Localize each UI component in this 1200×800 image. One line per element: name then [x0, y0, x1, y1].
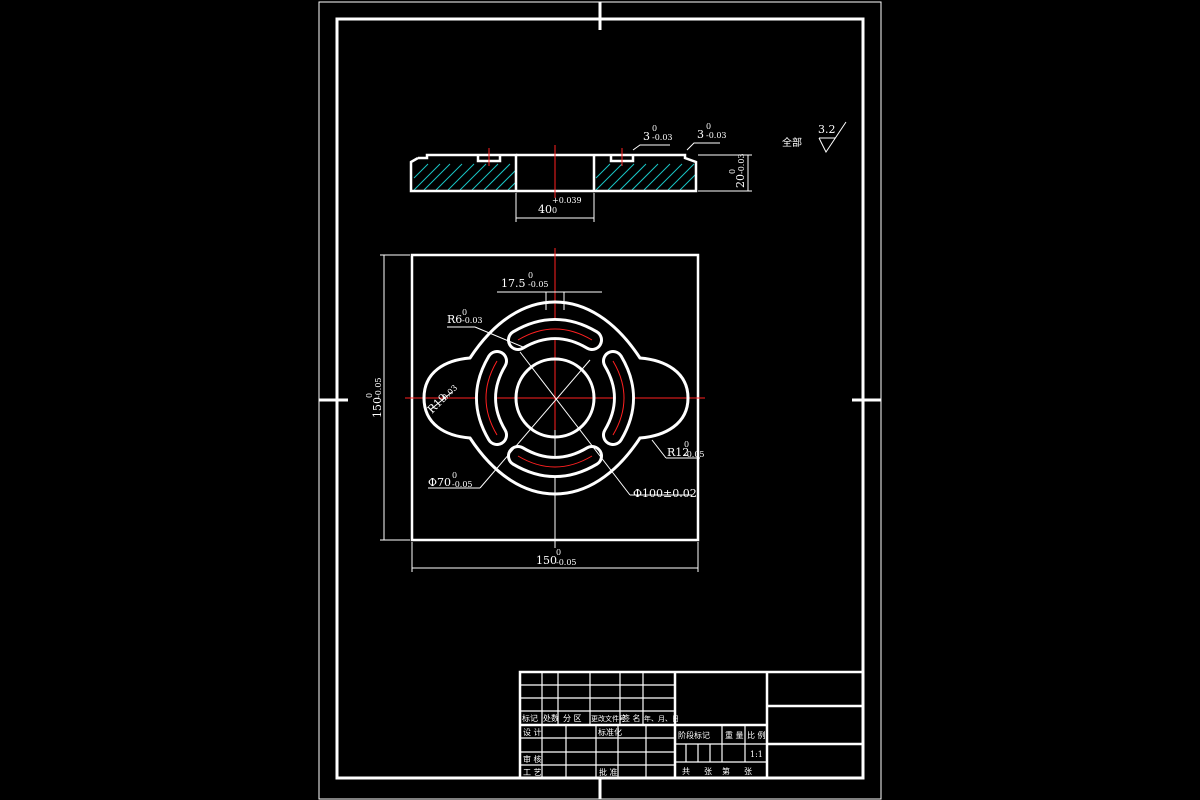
svg-text:3.2: 3.2: [818, 123, 836, 136]
svg-text:20: 20: [734, 174, 747, 188]
groove2-tol-hi: 0: [706, 122, 711, 131]
svg-text:150: 150: [371, 397, 384, 418]
svg-text:-0.03: -0.03: [737, 153, 746, 174]
tb-header-3: 更改文件号: [591, 714, 626, 723]
slot-width-dim: [497, 291, 602, 310]
inner-dia-tol-lo: -0.05: [452, 480, 473, 489]
groove1-dim: 3: [643, 130, 650, 143]
slot-radius-label: R6: [447, 313, 462, 326]
right-radius-tol-hi: 0: [684, 440, 689, 449]
tb-scale-value: 1:1: [750, 750, 763, 759]
bore-tol-lo: 0: [552, 206, 557, 215]
tb-header-0: 标记: [522, 713, 538, 723]
tb-stage-mark: 阶段标记: [678, 730, 710, 740]
section-hatch: [413, 163, 697, 191]
height-dim: 20 0 -0.03: [728, 153, 747, 188]
groove2-tol-lo: -0.03: [706, 131, 727, 140]
section-outline: [409, 153, 698, 193]
svg-text:全部: 全部: [782, 136, 802, 149]
slot-radius-tol-hi: 0: [462, 308, 467, 317]
plan-view: 17.5 0 -0.05 R6 0 -0.03 R19 -0.03 R12 0 …: [365, 248, 705, 572]
tb-header-4: 签 名: [622, 713, 641, 723]
tb-row-check: 审 核: [523, 754, 542, 764]
width-dim-lines: [411, 542, 699, 572]
tb-header-1: 处数: [543, 713, 559, 723]
tb-row-standard: 标准化: [598, 727, 622, 737]
tb-header-2: 分 区: [563, 714, 582, 723]
groove1-tol-lo: -0.03: [652, 133, 673, 142]
tb-row-approve: 批 准: [599, 767, 618, 777]
right-radius-label: R12: [667, 446, 689, 459]
groove1-tol-hi: 0: [652, 124, 657, 133]
pcd-label: Φ100±0.02: [633, 487, 697, 500]
width-label: 150: [536, 554, 557, 567]
bore-tol-hi: +0.039: [552, 196, 582, 205]
tb-scale-label: 比 例: [747, 730, 766, 740]
title-block: 标记 处数 分 区 更改文件号 签 名 年、月、日 设 计 标准化 审 核 工 …: [518, 670, 865, 780]
roughness-symbol: 全部 3.2: [782, 121, 847, 153]
plan-height-dim: 150 0 -0.05: [365, 377, 384, 418]
tb-sheet-2: 第: [722, 766, 730, 776]
width-tol-hi: 0: [556, 548, 561, 557]
width-tol-lo: -0.05: [556, 558, 577, 567]
outer-border: [318, 1, 882, 800]
left-radius-dim: R19 -0.03: [425, 383, 459, 416]
tb-row-design: 设 计: [523, 727, 542, 737]
tb-header-5: 年、月、日: [644, 714, 679, 723]
slot-radius-tol-lo: -0.03: [462, 316, 483, 325]
leader-lines: [428, 326, 700, 496]
boss-profile: [422, 300, 690, 496]
inner-dia-label: Φ70: [428, 476, 451, 489]
slot-width-tol-lo: -0.05: [528, 280, 549, 289]
svg-text:0: 0: [365, 393, 374, 398]
height-dim-lines: [380, 254, 410, 541]
tb-weight: 重 量: [725, 730, 744, 740]
centering-marks: [319, 2, 881, 799]
groove2-dim: 3: [697, 128, 704, 141]
right-radius-tol-lo: -0.05: [684, 450, 705, 459]
tb-sheet-1: 张: [704, 767, 712, 776]
slot-width-label: 17.5: [501, 277, 526, 290]
tb-sheet-0: 共: [682, 767, 690, 776]
section-dim-lines: [515, 142, 752, 222]
slot-width-tol-hi: 0: [528, 271, 533, 280]
svg-text:0: 0: [728, 169, 737, 174]
svg-text:-0.05: -0.05: [374, 377, 383, 398]
inner-circle: [514, 357, 596, 439]
bore-dim: 40: [538, 203, 552, 216]
inner-dia-tol-hi: 0: [452, 471, 457, 480]
slot-centerlines: [485, 328, 625, 468]
tb-sheet-3: 张: [744, 767, 752, 776]
tb-row-process: 工 艺: [523, 768, 542, 777]
section-view: 3 0 -0.03 3 0 -0.03 40 +0.039 0 20 0 -0.…: [409, 122, 752, 222]
